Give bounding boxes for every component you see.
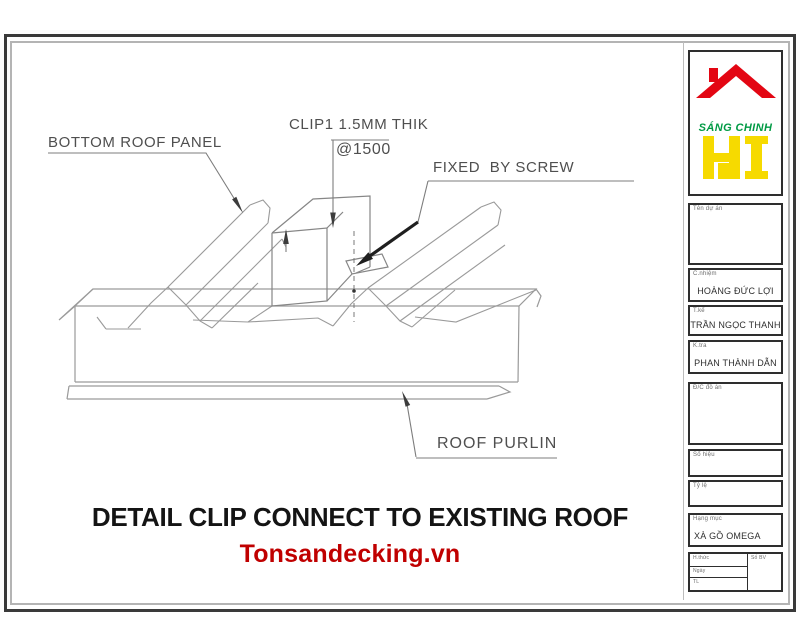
label-clip-line1: CLIP1 1.5MM THIK: [289, 116, 429, 133]
screw-arrow: [356, 220, 419, 266]
tb-grid-left-column: H.thức Ngày TL: [690, 554, 748, 590]
label-clip-line2: @1500: [336, 141, 391, 158]
leader-lines: [48, 139, 634, 459]
tb-field-label: K.tra: [693, 343, 707, 349]
company-logo: [696, 64, 776, 179]
drawing-title: DETAIL CLIP CONNECT TO EXISTING ROOF: [91, 502, 629, 532]
right-roof-rib: [332, 201, 506, 328]
monogram-hi: [703, 136, 768, 179]
house-roof-icon: [696, 64, 776, 98]
watermark-text: Tonsandecking.vn: [239, 540, 461, 568]
label-roof-purlin: ROOF PURLIN: [437, 435, 558, 452]
tb-grid-right-cell: Số BV: [748, 554, 781, 590]
tb-grid-cell: Ngày: [690, 567, 747, 578]
roof-sheet-pan: [96, 289, 537, 330]
tb-field-label: Tên dự án: [693, 206, 723, 212]
tb-field-label: Hạng mục: [693, 516, 722, 522]
tb-field-item: Hạng mục XÀ GỒ OMEGA: [688, 513, 783, 547]
left-roof-rib: [127, 199, 287, 329]
tb-grid-cell-label: TL: [693, 579, 700, 585]
tb-grid-cell-label: H.thức: [693, 555, 710, 561]
tb-field-scale: Tỷ lệ: [688, 480, 783, 507]
title-block-divider: [683, 42, 684, 600]
roof-purlin-beam: [58, 288, 542, 400]
tb-field-designer: T.kế TRẦN NGỌC THANH: [688, 305, 783, 336]
tb-field-value: XÀ GỒ OMEGA: [694, 531, 761, 541]
tb-field-label: C.nhiệm: [693, 271, 717, 277]
tb-grid-box: H.thức Ngày TL Số BV: [688, 552, 783, 592]
tb-field-project: Tên dự án: [688, 203, 783, 265]
label-bottom-roof-panel: BOTTOM ROOF PANEL: [48, 134, 222, 151]
tb-field-label: Đ/C đồ án: [693, 385, 722, 391]
tb-field-label: T.kế: [693, 308, 705, 314]
clip: [271, 195, 389, 307]
tb-field-checker: K.tra PHAN THÀNH DẪN: [688, 340, 783, 374]
tb-field-label: Tỷ lệ: [693, 483, 708, 489]
tb-field-manager: C.nhiệm HOÀNG ĐỨC LỢI: [688, 268, 783, 302]
leader-arrowheads: [232, 196, 411, 407]
label-fixed-by-screw: FIXED BY SCREW: [433, 159, 575, 176]
sheet-inner-border: [10, 41, 790, 605]
tb-field-value: TRẦN NGỌC THANH: [690, 320, 781, 330]
brand-name: SÁNG CHINH: [698, 122, 773, 134]
tb-grid-cell-label: Số BV: [751, 555, 767, 561]
sheet-outer-border: [4, 34, 796, 612]
arrow-bottom-roof-panel: [232, 196, 243, 213]
tb-grid-cell-label: Ngày: [693, 568, 706, 574]
arrow-roof-purlin: [402, 391, 411, 407]
title-block-logo-box: SÁNG CHINH: [688, 50, 783, 196]
tb-field-number: Số hiệu: [688, 449, 783, 477]
tb-field-label: Số hiệu: [693, 452, 715, 458]
tb-grid-cell: TL: [690, 578, 747, 590]
clip-centerline: [352, 231, 356, 322]
tb-field-value: PHAN THÀNH DẪN: [694, 358, 777, 368]
tb-grid-cell: H.thức: [690, 554, 747, 567]
tb-field-value: HOÀNG ĐỨC LỢI: [697, 286, 774, 296]
arrow-up-clip: [283, 229, 289, 244]
tb-field-address: Đ/C đồ án: [688, 382, 783, 445]
arrow-clip-leader: [330, 212, 336, 228]
